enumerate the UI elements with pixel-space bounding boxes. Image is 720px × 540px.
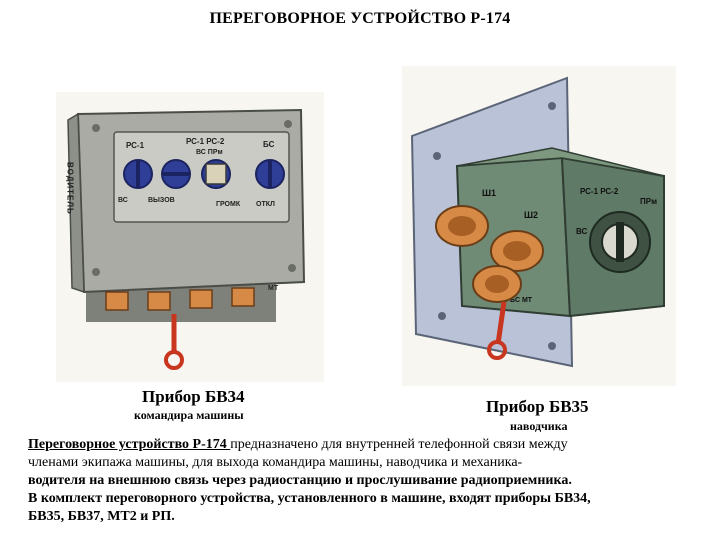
bv35-screw <box>548 342 556 350</box>
description-line: водителя на внешнюю связь через радиоста… <box>28 473 572 488</box>
bv34-caption: Прибор БВ34 <box>142 387 245 406</box>
bv35-knob-handle <box>616 222 624 262</box>
description-line: Переговорное устройство Р-174 предназнач… <box>28 436 698 454</box>
bv34-side <box>67 112 85 294</box>
bv35-cable-ring <box>487 340 507 360</box>
bv35-label-vs: ВС <box>576 227 587 236</box>
bv34-label-vs-prm: ВС ПРм <box>196 149 223 156</box>
bv34-label-rs1: РС-1 <box>126 141 145 150</box>
bv34-label-bs: БС <box>263 140 275 149</box>
bv35-label-bs-mt: БС МТ <box>510 297 533 304</box>
description-underlined-term: Переговорное устройство Р-174 <box>28 437 231 452</box>
bv35-screw <box>548 102 556 110</box>
page-title: ПЕРЕГОВОРНОЕ УСТРОЙСТВО Р-174 <box>209 10 511 27</box>
description-line: В комплект переговорного устройства, уст… <box>28 491 591 506</box>
bv35-connectors <box>435 205 544 303</box>
description-line: членами экипажа машины, для выхода коман… <box>28 455 523 470</box>
bv35-cable <box>495 301 507 345</box>
bv35-label-rs1-rs2: РС-1 РС-2 <box>580 187 619 196</box>
bv35-subcaption: наводчика <box>510 419 568 433</box>
bv34-label-vs-bottom: ВС <box>118 197 128 204</box>
description-line1-rest: предназначено для внутренней телефонной … <box>230 437 568 452</box>
bv34-screw <box>92 124 100 132</box>
bv35-screw <box>433 152 441 160</box>
bv35-screw <box>438 312 446 320</box>
bv35-device-drawing: РС-1 РС-2 ВС ПРм Ш1 Ш2 БС МТ <box>410 76 665 368</box>
bv35-top-face <box>456 147 665 177</box>
bv34-label-otkl: ОТКЛ <box>256 201 275 208</box>
bv35-label-prm: ПРм <box>640 197 657 206</box>
bv34-subcaption: командира машины <box>134 408 244 422</box>
description-paragraph: Переговорное устройство Р-174 предназнач… <box>28 436 698 526</box>
description-line: БВ35, БВ37, МТ2 и РП. <box>28 509 175 524</box>
bv34-knob-group <box>123 159 285 189</box>
bv35-caption: Прибор БВ35 <box>486 397 589 416</box>
bv34-cable-ring <box>164 350 184 370</box>
bv34-device-drawing: РС-1 РС-1 РС-2 ВС ПРм БС ВС ВЫЗОВ ГРОМК … <box>66 108 306 370</box>
bv34-label-gromk: ГРОМК <box>216 201 241 208</box>
bv34-label-vyzov: ВЫЗОВ <box>148 197 175 204</box>
bv35-label-sh2: Ш2 <box>524 210 538 220</box>
bv34-screw <box>284 120 292 128</box>
bv35-label-sh1: Ш1 <box>482 188 496 198</box>
bv34-screw <box>288 264 296 272</box>
bv34-label-vertical: ВОДИТЕЛЬ <box>66 162 75 215</box>
bv34-label-mt: МТ <box>268 285 279 292</box>
bv34-connector-row <box>105 287 255 311</box>
bv35-device-illustration: РС-1 РС-2 ВС ПРм Ш1 Ш2 БС МТ <box>402 66 676 386</box>
bv34-screw <box>92 268 100 276</box>
bv34-label-rs1-rs2: РС-1 РС-2 <box>186 137 225 146</box>
bv34-device-illustration: РС-1 РС-1 РС-2 ВС ПРм БС ВС ВЫЗОВ ГРОМК … <box>56 92 324 382</box>
